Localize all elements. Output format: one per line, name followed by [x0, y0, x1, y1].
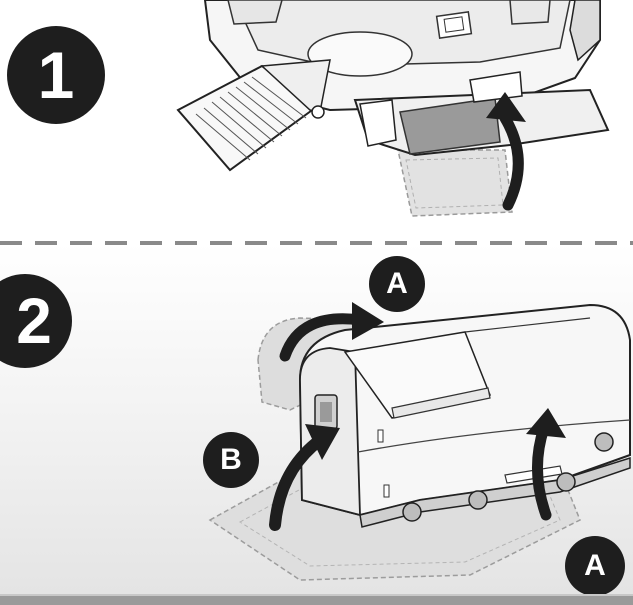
step-1-arrow [499, 112, 524, 211]
front-slot-inner [320, 402, 332, 422]
indicator-1 [377, 429, 384, 443]
lid-seam [464, 317, 591, 333]
lid-close-arrowhead [352, 302, 384, 340]
door-ghost-outline [397, 149, 513, 217]
wheel-2 [468, 490, 488, 510]
tray-hinge-pin [311, 105, 325, 119]
left-console [227, 0, 283, 25]
step-2-badge: 2 [0, 274, 72, 368]
tray-close-arrow [532, 422, 552, 521]
indicator-2 [383, 484, 390, 498]
step-1-badge: 1 [7, 26, 105, 124]
door-latch-left [359, 99, 397, 147]
control-square-inner [443, 16, 465, 33]
slot-close-arrowhead [305, 424, 340, 460]
wheel-4 [594, 432, 614, 452]
lid-close-arrow [279, 313, 366, 362]
printer-open-illustration [176, 0, 610, 217]
callout-b-slot: B [203, 432, 259, 488]
paper-stack [307, 31, 413, 77]
keypad [509, 0, 551, 25]
bottom-border-bar [0, 594, 633, 605]
tray-ribs [195, 76, 307, 161]
callout-a-lid: A [369, 256, 425, 312]
slot-close-arrow [269, 434, 326, 531]
tray-close-arrowhead [526, 408, 566, 438]
wheel-1 [402, 502, 422, 522]
body-seam [357, 419, 631, 453]
right-shell [569, 0, 601, 62]
lid-handle [391, 387, 491, 419]
bottom-rail [359, 456, 631, 528]
printer-closed-illustration [208, 302, 631, 581]
callout-a-tray: A [565, 536, 625, 596]
wheel-3 [556, 472, 576, 492]
step-1-arrowhead [486, 92, 526, 122]
control-square [435, 11, 473, 39]
door-latch-right [469, 71, 523, 103]
door-panel [399, 97, 501, 155]
bottom-border-highlight [0, 594, 633, 596]
